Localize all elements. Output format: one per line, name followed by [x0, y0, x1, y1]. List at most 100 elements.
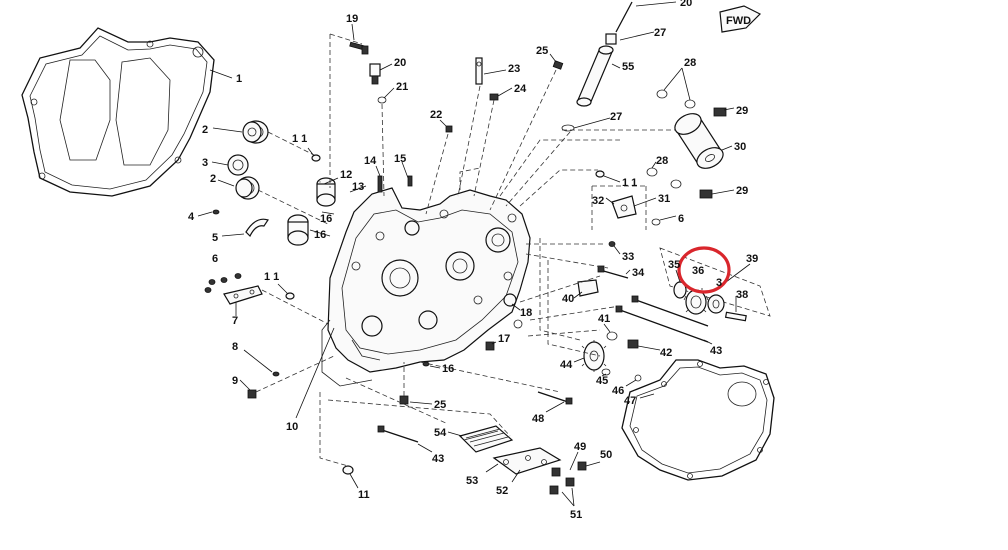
- bolt-29-upper: [713, 107, 727, 117]
- callout-50: 50: [600, 449, 612, 461]
- bolt-33: [608, 241, 616, 247]
- dowel-11-upper: [311, 154, 321, 162]
- callout-44: 44: [560, 359, 573, 371]
- callout-2: 2: [210, 173, 216, 185]
- callout-38: 38: [736, 289, 748, 301]
- callout-13: 13: [352, 181, 364, 193]
- bolt-29-lower: [699, 189, 713, 199]
- dowel-11-mid: [285, 292, 295, 300]
- gear-44: [581, 340, 607, 372]
- callout-27: 27: [654, 27, 666, 39]
- callout-40: 40: [562, 293, 574, 305]
- pin-15: [407, 175, 413, 187]
- callout-25: 25: [434, 399, 446, 411]
- callout-54: 54: [434, 427, 447, 439]
- callout-19: 19: [346, 13, 358, 25]
- long-bolt-43-lower: [377, 425, 419, 443]
- callout-15: 15: [394, 153, 406, 165]
- crankcase-gasket-left: [21, 27, 215, 197]
- callout-34: 34: [632, 267, 645, 279]
- callout-11: 11: [358, 489, 370, 501]
- callout-42: 42: [660, 347, 672, 359]
- bracket-23: [475, 57, 483, 85]
- callout-27: 27: [610, 111, 622, 123]
- callout-labels: 20 1 2 3 2 4 5 6 7 8 9 10 1 1 1 1 11 1 1…: [188, 0, 758, 521]
- bolt-set-left: [204, 273, 242, 293]
- callout-30: 30: [734, 141, 746, 153]
- bolt-19: [349, 41, 369, 55]
- callout-1: 1: [236, 73, 242, 85]
- callout-55: 55: [622, 61, 634, 73]
- callout-32: 32: [592, 195, 604, 207]
- callout-23: 23: [508, 63, 520, 75]
- dowel-pin-small: [212, 209, 220, 215]
- oil-filter: [674, 113, 724, 169]
- support-bracket: [223, 285, 263, 305]
- pin-46: [634, 374, 642, 382]
- callout-11: 1 1: [622, 177, 637, 189]
- bearing-lower: [235, 176, 260, 200]
- callout-2: 2: [202, 124, 208, 136]
- callout-41: 41: [598, 313, 610, 325]
- callout-46: 46: [612, 385, 624, 397]
- callout-31: 31: [658, 193, 670, 205]
- callout-43: 43: [710, 345, 722, 357]
- callout-45: 45: [596, 375, 608, 387]
- drain-plug-washer: [272, 371, 280, 377]
- callout-20: 20: [394, 57, 406, 69]
- bearing-seal: [227, 154, 249, 176]
- fwd-label: FWD: [726, 15, 751, 27]
- washer-21: [377, 96, 387, 104]
- callout-17: 17: [498, 333, 510, 345]
- callout-28: 28: [684, 57, 696, 69]
- bolt-24: [489, 93, 499, 101]
- bolt-34: [597, 265, 629, 279]
- callout-16: 16: [320, 213, 332, 225]
- bracket-40: [577, 279, 599, 297]
- callout-35: 35: [668, 259, 680, 271]
- callout-36: 36: [692, 265, 704, 277]
- dowel-11-right: [595, 170, 605, 178]
- callout-6: 6: [212, 253, 218, 265]
- idler-gear-36: [683, 288, 709, 315]
- sensor-20: [369, 63, 381, 85]
- callout-9: 9: [232, 375, 238, 387]
- callout-16: 16: [442, 363, 454, 375]
- callout-24: 24: [514, 83, 527, 95]
- callout-3: 3: [202, 157, 208, 169]
- callout-14: 14: [364, 155, 377, 167]
- long-bolt-48: [537, 391, 573, 405]
- bearing-37: [707, 294, 725, 314]
- callout-52: 52: [496, 485, 508, 497]
- oring-28-upper: [656, 89, 696, 109]
- callout-28: 28: [656, 155, 668, 167]
- shaft-38: [724, 311, 747, 322]
- bolt-42: [627, 339, 639, 349]
- bolt-set-bottom: [549, 461, 587, 495]
- callout-5: 5: [212, 232, 218, 244]
- callout-51: 51: [570, 509, 582, 521]
- thermostat-cover: [611, 195, 637, 219]
- oil-strainer-screen: [458, 425, 514, 453]
- bearing-upper: [242, 120, 269, 144]
- callout-18: 18: [520, 307, 532, 319]
- bolt-17: [485, 341, 495, 351]
- pin-14: [377, 175, 383, 193]
- callout-6: 6: [678, 213, 684, 225]
- long-bolts-43: [615, 295, 709, 343]
- callout-16: 16: [314, 229, 326, 241]
- bearing-18: [503, 293, 523, 329]
- washer-41: [606, 331, 618, 341]
- callout-7: 7: [232, 315, 238, 327]
- washer-6-right: [651, 218, 661, 226]
- dipstick: [605, 1, 633, 45]
- callout-21: 21: [396, 81, 408, 93]
- highlight-circle: [677, 246, 731, 294]
- oring-28-lower: [646, 167, 682, 189]
- callout-22: 22: [430, 109, 442, 121]
- callout-11: 1 1: [292, 133, 307, 145]
- dowel-11-bottom: [342, 465, 354, 475]
- bottom-bracket: [492, 447, 562, 475]
- callout-47: 47: [624, 395, 636, 407]
- callout-10: 10: [286, 421, 298, 433]
